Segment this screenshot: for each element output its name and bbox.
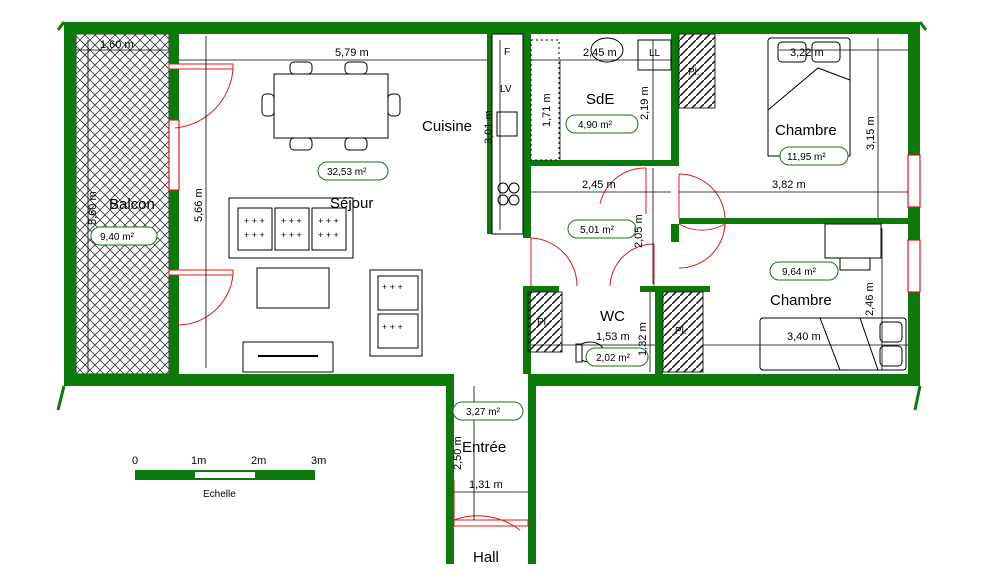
fixture-lave-linge: LL bbox=[649, 48, 661, 59]
closets bbox=[527, 33, 716, 373]
svg-text:+ + +: + + + bbox=[382, 282, 403, 292]
scale-tick-0: 0 bbox=[132, 455, 138, 467]
fixture-placard-3: Pl. bbox=[675, 326, 687, 337]
dim-chambre2-width: 3,40 m bbox=[787, 331, 821, 343]
room-label-sejour: Séjour bbox=[330, 195, 373, 212]
room-label-chambre-1: Chambre bbox=[775, 122, 837, 139]
dim-chambre1-width: 3,22 m bbox=[790, 47, 824, 59]
washbasin bbox=[590, 37, 624, 63]
upholstery-dots: + + + + + + + + + + + + + + + + + + + + … bbox=[244, 216, 403, 332]
area-sde: 4,90 m² bbox=[578, 120, 613, 131]
svg-text:+ + +: + + + bbox=[281, 230, 302, 240]
dimension-lines bbox=[76, 36, 908, 520]
dim-chambre2-height: 2,46 m bbox=[864, 282, 876, 316]
svg-text:+ + +: + + + bbox=[318, 230, 339, 240]
desk bbox=[824, 223, 882, 259]
svg-text:+ + +: + + + bbox=[318, 216, 339, 226]
dim-balcon-width: 1,60 m bbox=[100, 39, 134, 51]
walls bbox=[64, 22, 920, 564]
dim-wc-width: 1,53 m bbox=[596, 331, 630, 343]
balcony-area bbox=[75, 33, 170, 375]
windows bbox=[168, 119, 921, 293]
dining-table bbox=[273, 73, 389, 139]
dim-sde-width: 2,45 m bbox=[583, 47, 617, 59]
dim-sejour-height: 5,66 m bbox=[193, 188, 205, 222]
scale-tick-1: 1m bbox=[191, 455, 206, 467]
scale-bar: 0 1m 2m 3m Echelle bbox=[132, 455, 326, 500]
area-entree: 3,27 m² bbox=[466, 407, 501, 418]
area-degagement: 5,01 m² bbox=[580, 225, 615, 236]
svg-text:+ + +: + + + bbox=[244, 216, 265, 226]
dim-chambre1-height: 3,15 m bbox=[865, 116, 877, 150]
scale-tick-2: 2m bbox=[251, 455, 266, 467]
dim-balcon-height: 5,60 m bbox=[87, 191, 99, 225]
room-label-cuisine: Cuisine bbox=[422, 118, 472, 135]
fixture-placard-2: Pl. bbox=[537, 317, 549, 328]
scale-tick-3: 3m bbox=[311, 455, 326, 467]
area-sejour: 32,53 m² bbox=[327, 167, 367, 178]
fixture-lave-vaisselle: LV bbox=[500, 84, 512, 95]
area-chambre-2: 9,64 m² bbox=[782, 267, 817, 278]
room-label-hall: Hall bbox=[473, 549, 499, 566]
svg-text:+ + +: + + + bbox=[244, 230, 265, 240]
scale-title: Echelle bbox=[203, 489, 236, 500]
svg-text:+ + +: + + + bbox=[281, 216, 302, 226]
area-balcon: 9,40 m² bbox=[100, 232, 135, 243]
room-label-sde: SdE bbox=[586, 91, 614, 108]
room-label-chambre-2: Chambre bbox=[770, 292, 832, 309]
area-wc: 2,02 m² bbox=[596, 353, 631, 364]
svg-text:+ + +: + + + bbox=[382, 322, 403, 332]
wall-corners bbox=[56, 21, 928, 411]
area-chambre-1: 11,95 m² bbox=[787, 152, 826, 163]
dim-cuisine-height: 3,01 m bbox=[483, 110, 495, 144]
dim-deg-height: 2,05 m bbox=[633, 214, 645, 248]
dim-sde-height: 2,19 m bbox=[639, 86, 651, 120]
dim-wc-height: 1,32 m bbox=[637, 322, 649, 356]
area-badges bbox=[90, 114, 849, 421]
dim-entree-height: 2,50 m bbox=[452, 436, 464, 470]
washing-machine bbox=[637, 39, 672, 71]
doors bbox=[168, 63, 726, 531]
dim-entree-width: 1,31 m bbox=[469, 479, 503, 491]
dim-sde-inner: 1,71 m bbox=[541, 93, 553, 127]
room-label-balcon: Balcon bbox=[109, 196, 155, 213]
dim-deg-width: 2,45 m bbox=[582, 179, 616, 191]
fixture-placard-1: Pl. bbox=[688, 67, 700, 78]
fixture-frigo: F bbox=[504, 47, 510, 58]
room-label-wc: WC bbox=[600, 308, 625, 325]
dim-chambre-sep-width: 3,82 m bbox=[772, 179, 806, 191]
coffee-table bbox=[256, 267, 330, 309]
room-label-entree: Entrée bbox=[462, 439, 506, 456]
dim-sejour-width: 5,79 m bbox=[335, 47, 369, 59]
furniture bbox=[228, 33, 907, 373]
